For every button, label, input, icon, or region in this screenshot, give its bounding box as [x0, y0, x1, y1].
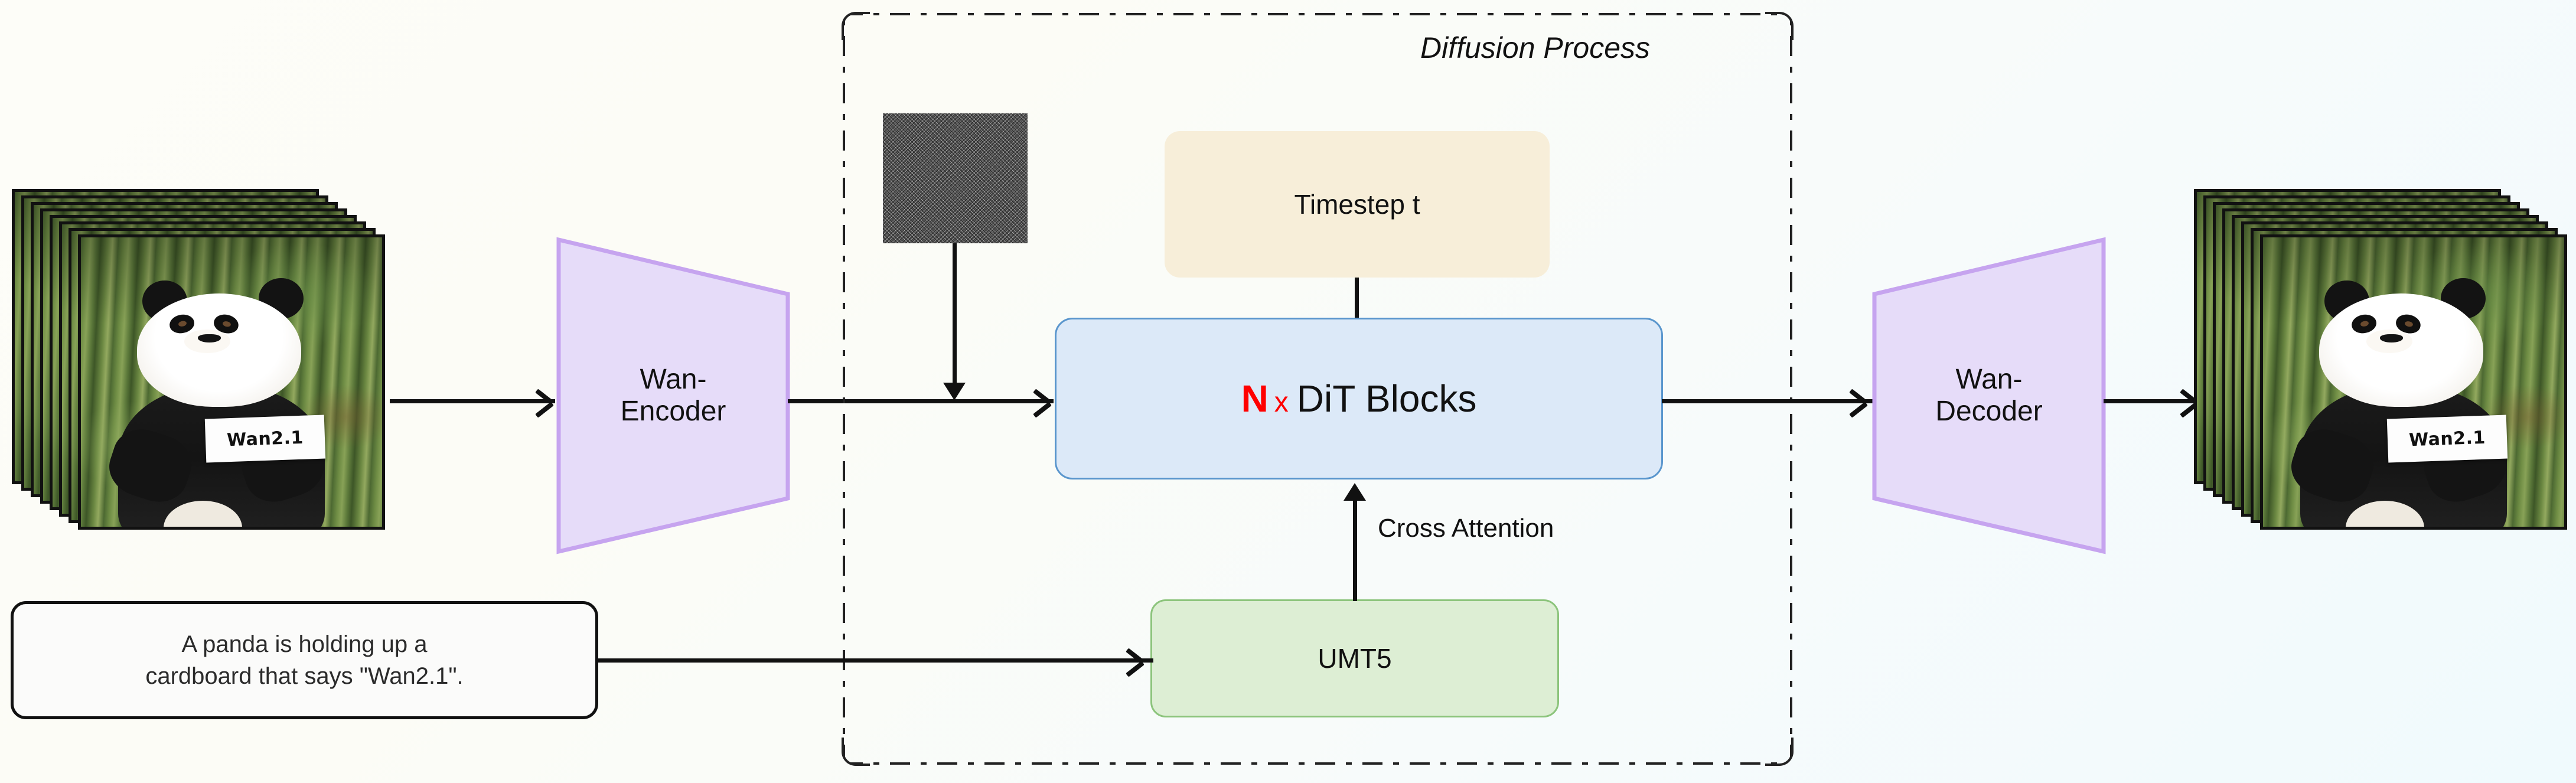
arrow-dit-to-decoder [1662, 399, 1874, 403]
prompt-line-2: cardboard that says "Wan2.1". [145, 663, 464, 689]
region-corner [842, 12, 870, 40]
wan-encoder-label: Wan- Encoder [555, 236, 791, 555]
timestep-box[interactable]: Timestep t [1165, 131, 1550, 278]
dit-count-symbol: N [1241, 377, 1269, 420]
gaussian-noise-latent [883, 113, 1028, 243]
arrowhead-icon [1344, 483, 1366, 501]
region-corner [1765, 12, 1794, 40]
sign-text: Wan2.1 [2408, 427, 2486, 451]
umt5-label: UMT5 [1318, 643, 1392, 674]
encoder-label-line1: Wan- [640, 364, 707, 396]
region-corner [842, 738, 870, 766]
arrow-umt5-to-dit [1353, 496, 1357, 601]
panda-illustration: Wan2.1 [2284, 278, 2552, 527]
trapezoid-shape [1872, 237, 2106, 554]
output-video-frames: Wan2.1 [2194, 189, 2572, 555]
wan-encoder[interactable]: Wan- Encoder [555, 236, 791, 555]
wan-decoder-label: Wan- Decoder [1871, 236, 2107, 555]
dit-blocks-text: DiT Blocks [1296, 377, 1477, 420]
text-prompt-box[interactable]: A panda is holding up a cardboard that s… [11, 601, 598, 719]
cardboard-sign: Wan2.1 [2387, 415, 2508, 463]
arrow-input-to-encoder [390, 399, 555, 403]
panda-illustration: Wan2.1 [102, 278, 370, 527]
prompt-line-1: A panda is holding up a [181, 631, 428, 657]
video-frame-front: Wan2.1 [2260, 234, 2567, 530]
decoder-label-line2: Decoder [1935, 396, 2043, 427]
arrow-noise-to-dit [953, 243, 957, 391]
sign-text: Wan2.1 [226, 427, 304, 451]
region-corner [1765, 738, 1794, 766]
cardboard-sign: Wan2.1 [205, 415, 326, 463]
dit-multiply-symbol: x [1274, 387, 1289, 418]
encoder-label-line2: Encoder [620, 396, 726, 427]
wan-decoder[interactable]: Wan- Decoder [1871, 236, 2107, 555]
arrowhead-icon [943, 383, 966, 400]
umt5-text-encoder-box[interactable]: UMT5 [1150, 599, 1559, 717]
trapezoid-shape [556, 237, 790, 554]
diffusion-process-label: Diffusion Process [1420, 31, 1651, 64]
arrow-prompt-to-umt5 [598, 658, 1153, 663]
video-frame-front: Wan2.1 [78, 234, 385, 530]
decoder-label-line1: Wan- [1955, 364, 2023, 396]
arrow-timestep-to-dit [1355, 278, 1359, 337]
arrow-decoder-to-output [2104, 399, 2201, 403]
input-video-frames: Wan2.1 [12, 189, 390, 555]
cross-attention-label: Cross Attention [1378, 514, 1554, 543]
timestep-label: Timestep t [1294, 189, 1420, 220]
